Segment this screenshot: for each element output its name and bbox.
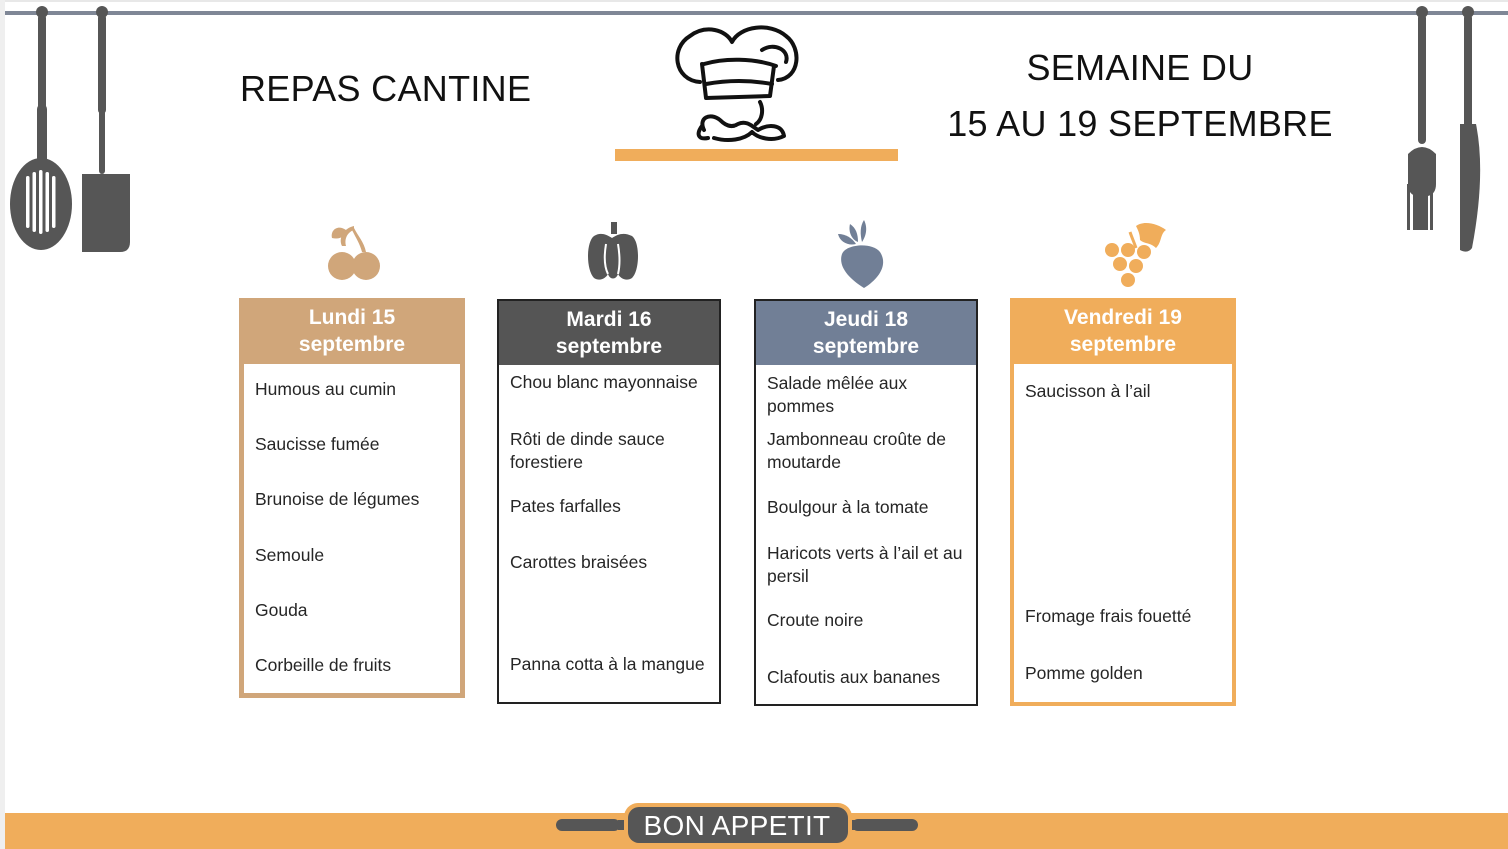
day-header-friday: Vendredi 19 septembre: [1010, 298, 1236, 364]
menu-item: Panna cotta à la mangue: [510, 654, 705, 674]
day-card-friday: Vendredi 19 septembre Saucisson à l’ail …: [1010, 298, 1236, 706]
week-line-1: SEMAINE DU: [1026, 47, 1254, 88]
menu-item: Pates farfalles: [510, 496, 621, 516]
menu-item: Semoule: [255, 545, 325, 565]
day-header-line-2: septembre: [812, 335, 920, 358]
menu-item: Brunoise de légumes: [255, 489, 420, 509]
top-border: [5, 0, 1508, 2]
day-header-line-2: septembre: [298, 333, 406, 356]
menu-item: Saucisson à l’ail: [1025, 381, 1151, 401]
day-header-line-1: Jeudi 18: [823, 308, 909, 331]
cherries-icon: [328, 226, 380, 280]
menu-item: Fromage frais fouetté: [1025, 606, 1192, 626]
menu-item: Rôti de dinde sauce forestiere: [510, 429, 665, 472]
bon-appetit-label: BON APPETIT: [643, 810, 831, 841]
day-header-monday: Lundi 15 septembre: [239, 298, 465, 364]
page-title: REPAS CANTINE: [240, 68, 532, 109]
week-range: SEMAINE DU 15 AU 19 SEPTEMBRE: [930, 40, 1350, 152]
day-card-tuesday: Mardi 16 septembre Chou blanc mayonnaise…: [497, 299, 721, 704]
menu-item: Carottes braisées: [510, 552, 648, 572]
utensil-hanging-rail: [5, 11, 1508, 15]
day-header-thursday: Jeudi 18 septembre: [756, 301, 976, 365]
chef-hat-mustache-icon: [675, 25, 799, 142]
day-header-line-2: septembre: [555, 335, 663, 358]
week-line-2: 15 AU 19 SEPTEMBRE: [947, 103, 1333, 144]
menu-item: Saucisse fumée: [255, 434, 380, 454]
menu-item: Boulgour à la tomate: [767, 497, 929, 517]
beetroot-icon: [838, 220, 884, 288]
day-card-thursday: Jeudi 18 septembre Salade mêlée aux pomm…: [754, 299, 978, 706]
day-header-line-1: Lundi 15: [308, 306, 396, 329]
menu-item: Humous au cumin: [255, 379, 397, 399]
slotted-spoon-icon: [10, 6, 130, 252]
menu-item: Haricots verts à l’ail et au persil: [767, 543, 963, 586]
day-card-monday: Lundi 15 septembre Humous au cumin Sauci…: [239, 298, 465, 698]
menu-item: Salade mêlée aux pommes: [767, 373, 908, 416]
menu-item: Croute noire: [767, 610, 864, 630]
fork-and-knife-icon: [1407, 6, 1481, 252]
day-header-line-1: Vendredi 19: [1064, 306, 1182, 329]
rolling-pin-icon: [556, 803, 918, 845]
menu-item: Pomme golden: [1025, 663, 1143, 683]
day-header-line-1: Mardi 16: [566, 308, 652, 331]
menu-item: Jambonneau croûte de moutarde: [767, 429, 947, 472]
grapes-icon: [1105, 223, 1166, 287]
day-header-line-2: septembre: [1069, 333, 1177, 356]
menu-item: Gouda: [255, 600, 308, 620]
menu-item: Corbeille de fruits: [255, 655, 392, 675]
day-header-tuesday: Mardi 16 septembre: [499, 301, 719, 365]
menu-item: Clafoutis aux bananes: [767, 667, 941, 687]
header-orange-rule: [615, 149, 898, 161]
bell-pepper-icon: [588, 222, 638, 280]
menu-item: Chou blanc mayonnaise: [510, 372, 698, 392]
left-frame-edge: [0, 0, 5, 849]
